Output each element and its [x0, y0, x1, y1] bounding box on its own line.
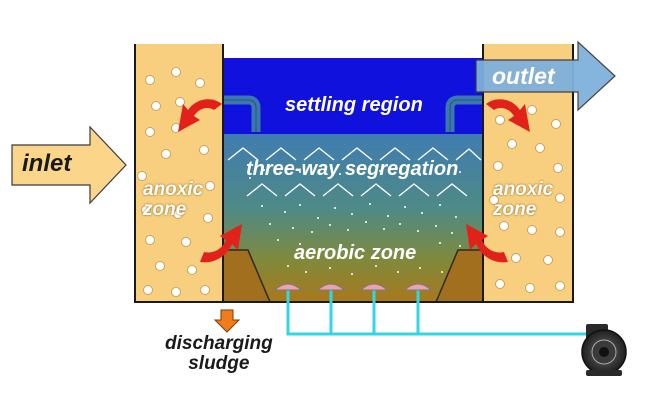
- flow-arrow-bottom-right: [466, 224, 508, 263]
- three-way-separator: [227, 147, 482, 197]
- left-anoxic-flocs: [137, 67, 215, 297]
- flow-arrow-bottom-left: [200, 224, 242, 263]
- blower-icon: [581, 324, 627, 376]
- aerobic-zone-label: aerobic zone: [294, 242, 417, 264]
- outlet-label: outlet: [492, 63, 555, 89]
- left-anoxic-label: anoxic zone: [143, 179, 204, 220]
- outlet-arrow: [475, 40, 616, 112]
- discharging-sludge-label: discharging sludge: [165, 333, 273, 374]
- inlet-label: inlet: [22, 150, 72, 177]
- right-anoxic-flocs: [489, 105, 565, 293]
- recirculation-arrows: [178, 99, 530, 263]
- right-anoxic-label: anoxic zone: [493, 179, 554, 220]
- settling-region-label: settling region: [285, 94, 423, 116]
- discharge-arrow: [213, 309, 241, 333]
- aeration-bubbles: [249, 169, 461, 275]
- air-pipe: [286, 290, 586, 336]
- settling-region: [223, 58, 483, 134]
- flow-arrow-top-right: [486, 99, 530, 132]
- three-way-segregation-label: three-way segregation: [246, 158, 459, 180]
- inlet-arrow: [11, 125, 127, 205]
- diffuser-icon: [273, 283, 433, 291]
- flow-arrow-top-left: [178, 99, 222, 132]
